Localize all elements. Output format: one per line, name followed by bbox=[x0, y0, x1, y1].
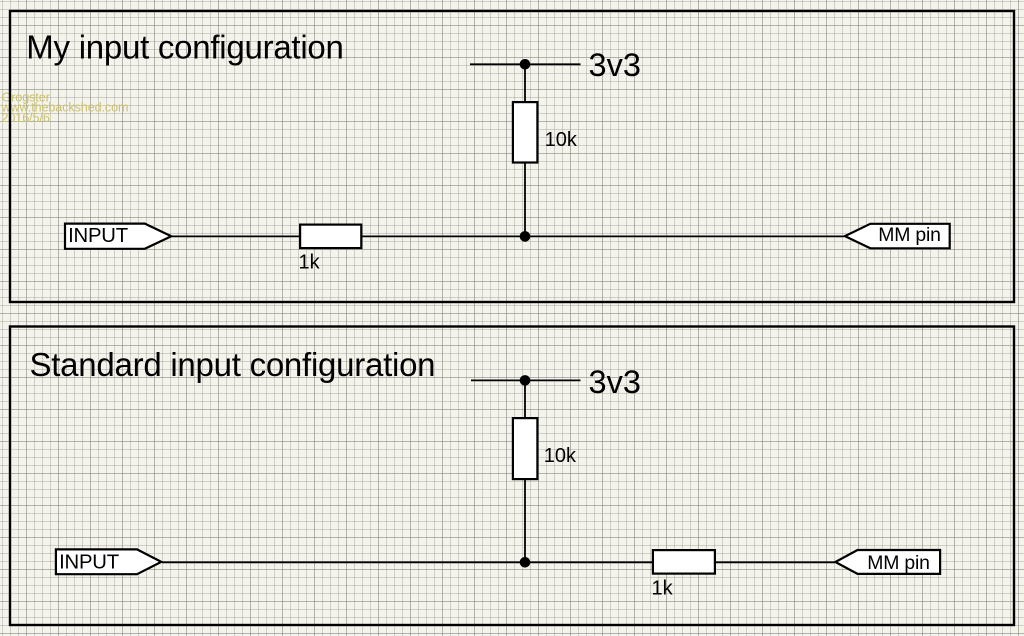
svg-text:3v3: 3v3 bbox=[589, 364, 641, 400]
svg-text:10k: 10k bbox=[545, 129, 578, 151]
svg-text:MM pin: MM pin bbox=[867, 552, 929, 574]
svg-text:10k: 10k bbox=[544, 445, 577, 467]
svg-text:1k: 1k bbox=[299, 252, 321, 274]
svg-text:INPUT: INPUT bbox=[59, 551, 119, 573]
svg-text:Standard input configuration: Standard input configuration bbox=[30, 346, 436, 383]
svg-text:www.thebackshed.com: www.thebackshed.com bbox=[1, 101, 129, 115]
svg-text:3v3: 3v3 bbox=[589, 47, 641, 83]
svg-text:INPUT: INPUT bbox=[68, 225, 128, 247]
svg-text:1k: 1k bbox=[652, 578, 674, 600]
svg-text:Grogster: Grogster bbox=[2, 91, 50, 105]
svg-text:2016/5/6: 2016/5/6 bbox=[2, 111, 50, 125]
svg-text:My input configuration: My input configuration bbox=[26, 29, 343, 66]
svg-text:MM pin: MM pin bbox=[878, 224, 940, 246]
